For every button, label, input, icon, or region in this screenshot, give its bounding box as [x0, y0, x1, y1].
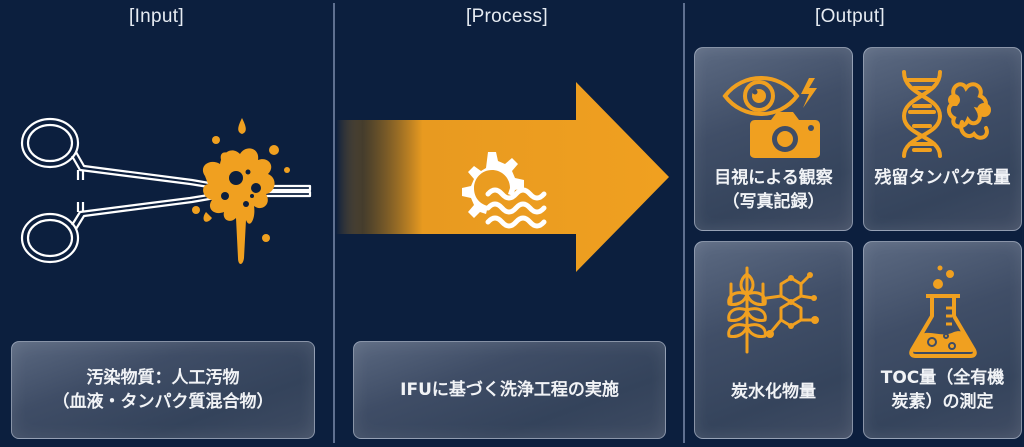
input-label-box: 汚染物質：人工汚物 （血液・タンパク質混合物） — [11, 341, 315, 439]
input-column-title: [Input] — [129, 6, 184, 27]
output-card-toc: TOC量（全有機 炭素）の測定 — [863, 241, 1022, 439]
process-label: IFUに基づく洗浄工程の実施 — [400, 380, 619, 400]
process-column-title: [Process] — [466, 6, 548, 27]
output-card-2-line1: 残留タンパク質量 — [874, 168, 1011, 188]
eye-camera-icon — [721, 76, 820, 158]
wheat-molecule-icon — [726, 266, 819, 354]
dna-protein-icon — [901, 70, 991, 158]
output-card-4-line2: 炭素）の測定 — [891, 392, 994, 412]
output-card-carbohydrate: 炭水化物量 — [694, 241, 853, 439]
output-card-1-line1: 目視による観察 — [714, 168, 833, 188]
process-label-box: IFUに基づく洗浄工程の実施 — [353, 341, 666, 439]
output-card-visual-inspection: 目視による観察 （写真記録） — [694, 47, 853, 231]
output-card-residual-protein: 残留タンパク質量 — [863, 47, 1022, 231]
process-arrow — [336, 82, 672, 302]
flask-icon — [908, 265, 977, 358]
input-label-line1: 汚染物質：人工汚物 — [86, 368, 240, 388]
output-card-1-line2: （写真記録） — [722, 192, 825, 212]
input-label-line2: （血液・タンパク質混合物） — [52, 392, 274, 412]
forceps-with-contaminant-splash-icon — [10, 108, 315, 278]
column-divider-right — [683, 3, 685, 443]
gear-water-wash-icon — [452, 148, 570, 238]
output-column-title: [Output] — [815, 6, 885, 27]
arrow-shape — [336, 82, 669, 272]
output-card-4-line1: TOC量（全有機 — [880, 368, 1005, 388]
column-divider-left — [333, 3, 335, 443]
output-card-3-line1: 炭水化物量 — [731, 382, 816, 402]
